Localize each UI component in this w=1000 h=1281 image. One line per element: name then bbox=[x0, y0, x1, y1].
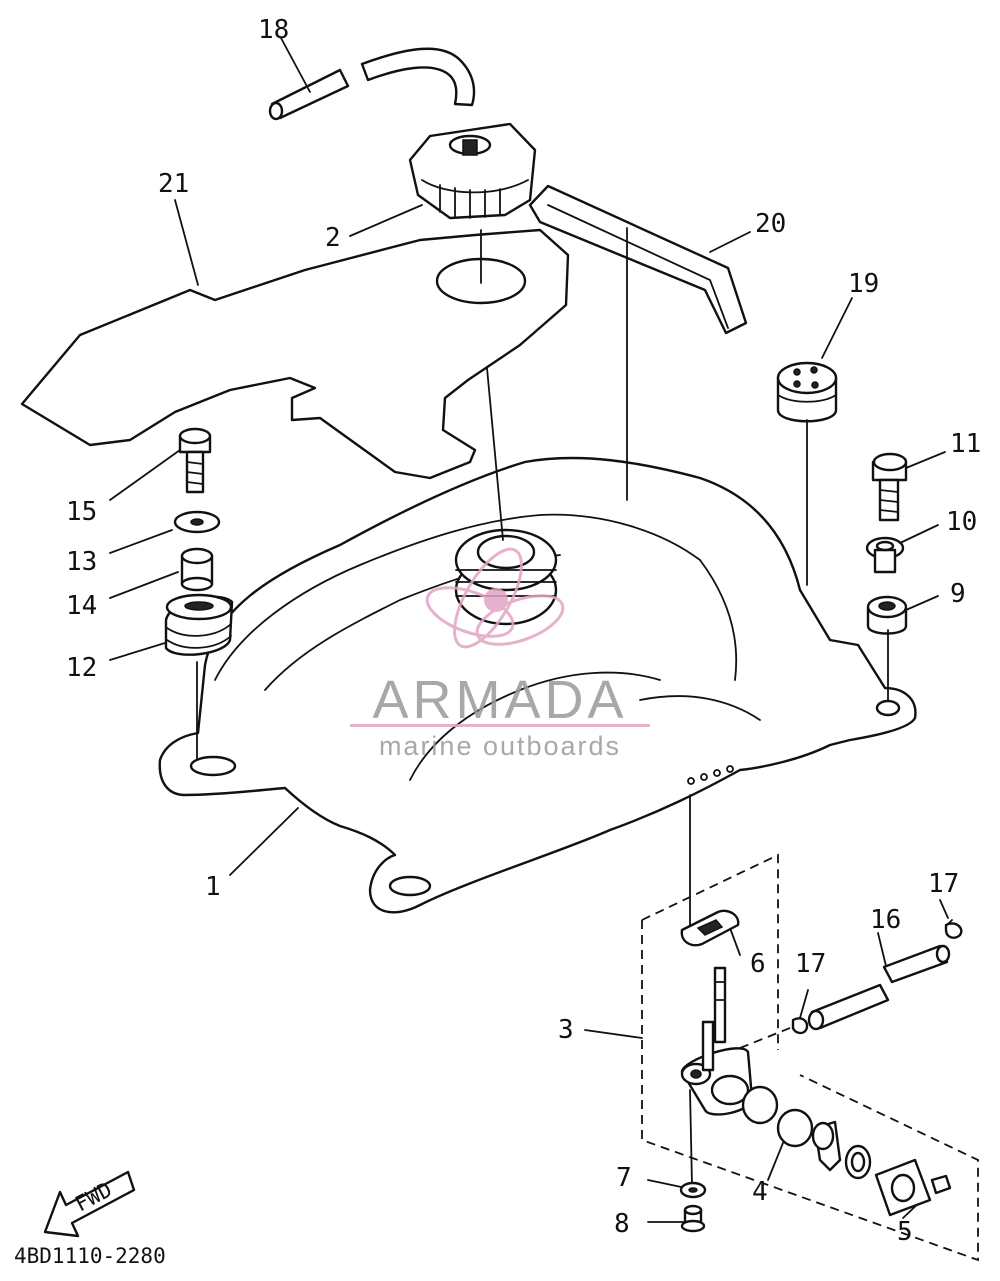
callout-21: 21 bbox=[158, 169, 189, 199]
part-11-bolt bbox=[871, 452, 908, 522]
callout-10: 10 bbox=[946, 507, 977, 537]
callout-4: 4 bbox=[752, 1177, 768, 1207]
part-8-screw bbox=[680, 1204, 706, 1233]
part-13-washer bbox=[173, 510, 221, 534]
callout-labels: 18 21 2 20 19 11 10 9 15 13 14 12 1 17 1… bbox=[66, 15, 981, 1247]
diagram-code: 4BD1110-2280 bbox=[14, 1244, 166, 1268]
callout-19: 19 bbox=[848, 269, 879, 299]
callout-16: 16 bbox=[870, 905, 901, 935]
part-1-fuel-tank bbox=[158, 456, 917, 914]
part-10-collar bbox=[865, 536, 905, 574]
part-17-hose-clip-upper bbox=[944, 919, 963, 939]
part-2-fuel-cap bbox=[408, 122, 537, 220]
fwd-direction-arrow: FWD bbox=[43, 1170, 136, 1238]
callout-11: 11 bbox=[950, 429, 981, 459]
callout-6: 6 bbox=[750, 949, 766, 979]
part-16-fuel-hose bbox=[807, 944, 951, 1031]
callout-1: 1 bbox=[205, 872, 221, 902]
part-14-collar bbox=[180, 547, 214, 592]
callout-18: 18 bbox=[258, 15, 289, 45]
part-3-fuel-cock-assembly bbox=[641, 853, 979, 1262]
part-19-grommet bbox=[776, 361, 838, 423]
leader-lines bbox=[109, 37, 949, 1223]
callout-13: 13 bbox=[66, 547, 97, 577]
part-20-tank-band bbox=[528, 184, 748, 335]
part-9-grommet bbox=[866, 595, 908, 635]
part-15-bolt bbox=[178, 427, 212, 494]
callout-12: 12 bbox=[66, 653, 97, 683]
callout-17-lower: 17 bbox=[795, 949, 826, 979]
callout-8: 8 bbox=[614, 1209, 630, 1239]
watermark-title: ARMADA bbox=[372, 670, 627, 730]
callout-15: 15 bbox=[66, 497, 97, 527]
callout-2: 2 bbox=[325, 223, 341, 253]
part-18-breather-hose bbox=[268, 47, 476, 121]
part-21-tank-pad bbox=[20, 228, 570, 480]
callout-7: 7 bbox=[616, 1163, 632, 1193]
callout-9: 9 bbox=[950, 579, 966, 609]
armada-logo-propeller bbox=[425, 547, 565, 649]
part-7-washer bbox=[679, 1181, 707, 1199]
callout-17-upper: 17 bbox=[928, 869, 959, 899]
armada-watermark: ARMADA marine outboards bbox=[350, 547, 650, 761]
watermark-subtitle: marine outboards bbox=[379, 731, 621, 761]
part-17-hose-clip-lower bbox=[791, 1017, 809, 1035]
callout-14: 14 bbox=[66, 591, 97, 621]
callout-5: 5 bbox=[897, 1217, 913, 1247]
petcock-mount-holes bbox=[687, 765, 734, 785]
part-12-damper bbox=[164, 593, 234, 656]
callout-3: 3 bbox=[558, 1015, 574, 1045]
callout-20: 20 bbox=[755, 209, 786, 239]
